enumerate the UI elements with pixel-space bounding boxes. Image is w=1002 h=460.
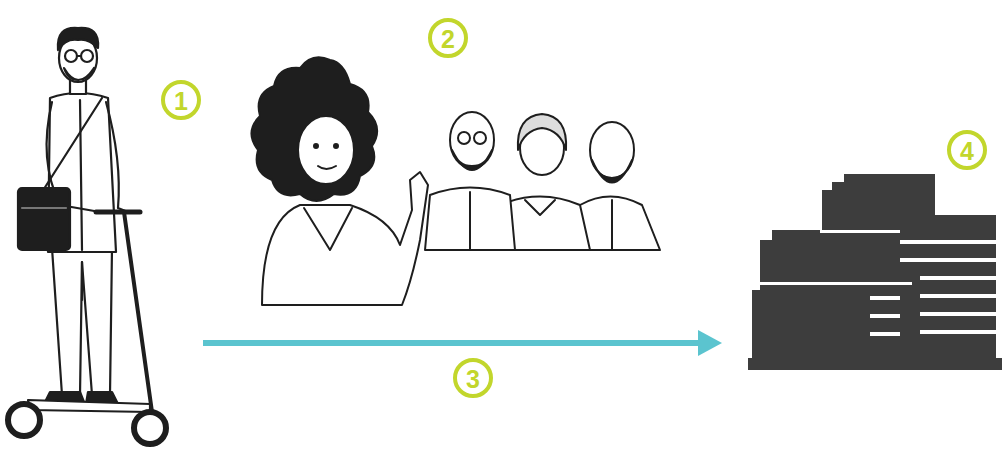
callout-holder: 2 bbox=[428, 19, 468, 59]
callout-holder: 4 bbox=[947, 131, 987, 171]
callout-number: 2 bbox=[441, 27, 455, 52]
building-icon bbox=[748, 174, 1002, 370]
scooter-rider bbox=[8, 28, 166, 444]
callout-rings bbox=[163, 20, 985, 396]
callout-number: 1 bbox=[174, 89, 188, 114]
callout-number: 3 bbox=[466, 367, 480, 392]
flow-arrow bbox=[203, 330, 722, 356]
callout-holder: 1 bbox=[161, 81, 201, 121]
people-group bbox=[251, 57, 660, 305]
callout-holder: 3 bbox=[453, 359, 493, 399]
callout-number: 4 bbox=[960, 139, 974, 164]
